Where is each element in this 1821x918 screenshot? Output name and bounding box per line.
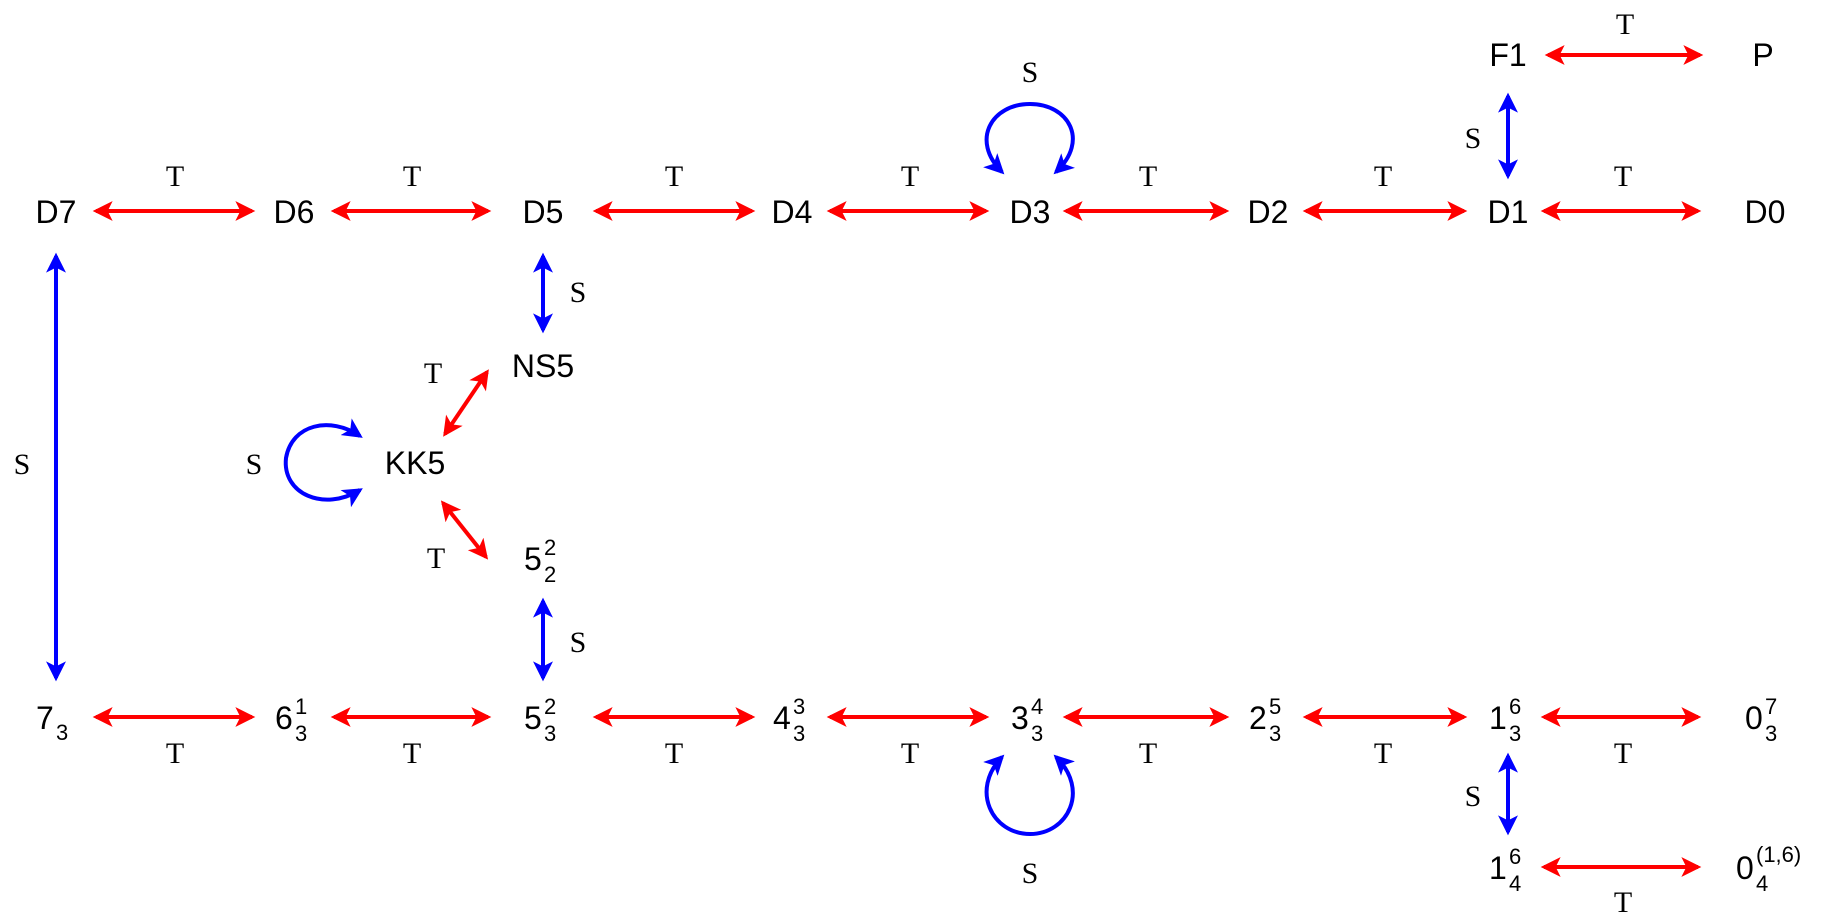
svg-text:2: 2: [544, 694, 556, 719]
svg-text:3: 3: [1269, 721, 1281, 746]
label-loop-KK5-s: S: [246, 448, 263, 481]
svg-text:2: 2: [544, 562, 556, 587]
label-5_2_2-5_3_2-s: S: [570, 626, 587, 659]
label-D7-D6-t: T: [166, 160, 184, 193]
label-5_3_2-4_3_3-t: T: [665, 737, 683, 770]
label-D4-D3-t: T: [901, 160, 919, 193]
label-NS5-KK5-t: T: [424, 357, 442, 390]
node-5_3_2: 5 2 3: [524, 694, 556, 746]
svg-text:1: 1: [1489, 850, 1507, 886]
node-D6: D6: [274, 194, 315, 230]
label-F1-P-t: T: [1616, 8, 1634, 41]
svg-text:3: 3: [1011, 700, 1029, 736]
node-D4: D4: [772, 194, 813, 230]
svg-text:2: 2: [1249, 700, 1267, 736]
label-6_3_1-5_3_2-t: T: [403, 737, 421, 770]
label-KK5-5_2_2-t: T: [427, 542, 445, 575]
node-D2: D2: [1248, 194, 1289, 230]
svg-text:3: 3: [793, 721, 805, 746]
label-2_3_5-1_3_6-t: T: [1374, 737, 1392, 770]
node-1_4_6: 1 6 4: [1489, 844, 1521, 896]
svg-text:(1,6): (1,6): [1756, 842, 1801, 867]
node-5_2_2: 5 2 2: [524, 535, 556, 587]
svg-text:3: 3: [1031, 721, 1043, 746]
svg-text:3: 3: [544, 721, 556, 746]
svg-text:5: 5: [524, 700, 542, 736]
label-D6-D5-t: T: [403, 160, 421, 193]
svg-text:4: 4: [1509, 871, 1521, 896]
node-0_3_7: 0 7 3: [1745, 694, 1777, 746]
label-loop-3_3_4-s: S: [1022, 857, 1039, 890]
label-loop-D3-s: S: [1022, 56, 1039, 89]
node-1_3_6: 1 6 3: [1489, 694, 1521, 746]
svg-text:7: 7: [1765, 694, 1777, 719]
label-D5-NS5-s: S: [570, 276, 587, 309]
svg-text:3: 3: [56, 720, 68, 745]
svg-text:3: 3: [1765, 721, 1777, 746]
label-4_3_3-3_3_4-t: T: [901, 737, 919, 770]
node-D1: D1: [1488, 194, 1529, 230]
loop-KK5-s: [283, 418, 363, 508]
svg-text:3: 3: [295, 721, 307, 746]
svg-text:3: 3: [793, 694, 805, 719]
label-3_3_4-2_3_5-t: T: [1139, 737, 1157, 770]
svg-text:6: 6: [1509, 694, 1521, 719]
node-D3: D3: [1010, 194, 1051, 230]
node-7_3: 7 3: [36, 700, 68, 745]
node-D7: D7: [36, 194, 77, 230]
node-2_3_5: 2 5 3: [1249, 694, 1281, 746]
label-D5-D4-t: T: [665, 160, 683, 193]
node-F1: F1: [1489, 37, 1526, 73]
label-D1-D0-t: T: [1614, 160, 1632, 193]
node-3_3_4: 3 4 3: [1011, 694, 1043, 746]
svg-text:5: 5: [1269, 694, 1281, 719]
edge-KK5-5_2_2-t: [440, 500, 489, 560]
label-D3-D2-t: T: [1139, 160, 1157, 193]
node-P: P: [1752, 37, 1773, 73]
svg-text:5: 5: [524, 541, 542, 577]
svg-text:4: 4: [1756, 871, 1768, 896]
node-D0: D0: [1745, 194, 1786, 230]
svg-text:2: 2: [544, 535, 556, 560]
svg-text:1: 1: [1489, 700, 1507, 736]
label-D2-D1-t: T: [1374, 160, 1392, 193]
edge-NS5-KK5-t: [443, 369, 489, 437]
svg-text:6: 6: [275, 700, 293, 736]
loop-3_3_4-s: [983, 754, 1075, 837]
label-F1-D1-s: S: [1465, 122, 1482, 155]
node-6_3_1: 6 1 3: [275, 694, 307, 746]
svg-text:4: 4: [773, 700, 791, 736]
label-1_3_6-1_4_6-s: S: [1465, 780, 1482, 813]
svg-text:4: 4: [1031, 694, 1043, 719]
label-1_4_6-0_4_16-t: T: [1614, 886, 1632, 918]
svg-text:3: 3: [1509, 721, 1521, 746]
label-D7-7_3-s: S: [14, 448, 31, 481]
label-7_3-6_3_1-t: T: [166, 737, 184, 770]
node-D5: D5: [523, 194, 564, 230]
label-1_3_6-0_3_7-t: T: [1614, 737, 1632, 770]
svg-text:1: 1: [295, 694, 307, 719]
svg-text:0: 0: [1736, 850, 1754, 886]
loop-D3-s: [983, 101, 1075, 175]
node-4_3_3: 4 3 3: [773, 694, 805, 746]
svg-text:7: 7: [36, 700, 54, 736]
svg-text:6: 6: [1509, 844, 1521, 869]
node-KK5: KK5: [385, 445, 445, 481]
svg-text:0: 0: [1745, 700, 1763, 736]
node-NS5: NS5: [512, 348, 574, 384]
node-0_4_16: 0 (1,6) 4: [1736, 842, 1801, 896]
